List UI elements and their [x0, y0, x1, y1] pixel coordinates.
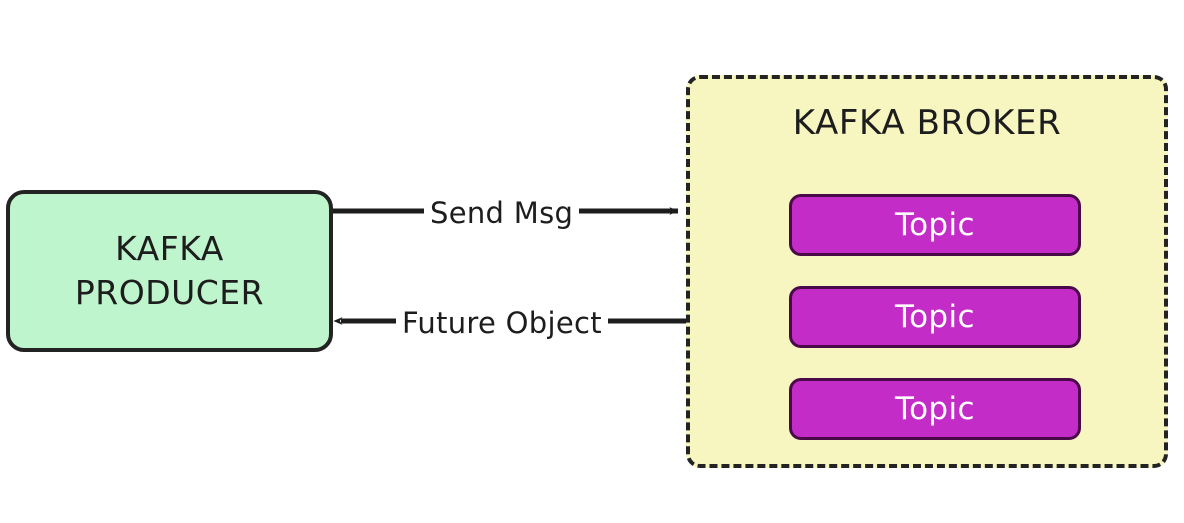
topic-box[interactable]: Topic [789, 286, 1081, 348]
node-kafka-producer-label: KAFKA PRODUCER [74, 228, 265, 312]
topic-label: Topic [895, 207, 975, 243]
node-kafka-broker-title: KAFKA BROKER [792, 103, 1062, 143]
edge-label-future-object: Future Object [396, 306, 608, 340]
node-kafka-producer[interactable]: KAFKA PRODUCER [6, 190, 333, 352]
topic-label: Topic [895, 299, 975, 335]
topic-box[interactable]: Topic [789, 378, 1081, 440]
topic-box[interactable]: Topic [789, 194, 1081, 256]
topic-list: Topic Topic Topic [789, 194, 1081, 440]
edge-label-send-msg: Send Msg [424, 196, 580, 230]
node-kafka-broker[interactable]: KAFKA BROKER Topic Topic Topic [686, 75, 1168, 468]
topic-label: Topic [895, 391, 975, 427]
